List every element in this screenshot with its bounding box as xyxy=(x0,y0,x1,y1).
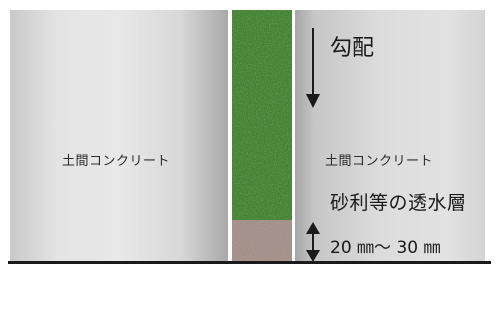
turf-strip xyxy=(232,10,292,220)
right-slab-label: 土間コンクリート xyxy=(325,154,434,169)
left-slab-label: 土間コンクリート xyxy=(62,154,171,169)
depth-double-arrow-icon xyxy=(306,222,320,262)
right-concrete-slab: 土間コンクリート xyxy=(295,10,485,262)
slope-arrow-icon xyxy=(306,28,320,108)
layer-depth-label: 20 ㎜～ 30 ㎜ xyxy=(330,238,441,258)
left-concrete-slab: 土間コンクリート xyxy=(10,10,228,262)
gravel-layer xyxy=(232,220,292,262)
ground-line xyxy=(8,261,491,264)
slope-label: 勾配 xyxy=(330,36,375,61)
drainage-layer-label: 砂利等の透水層 xyxy=(330,192,467,214)
